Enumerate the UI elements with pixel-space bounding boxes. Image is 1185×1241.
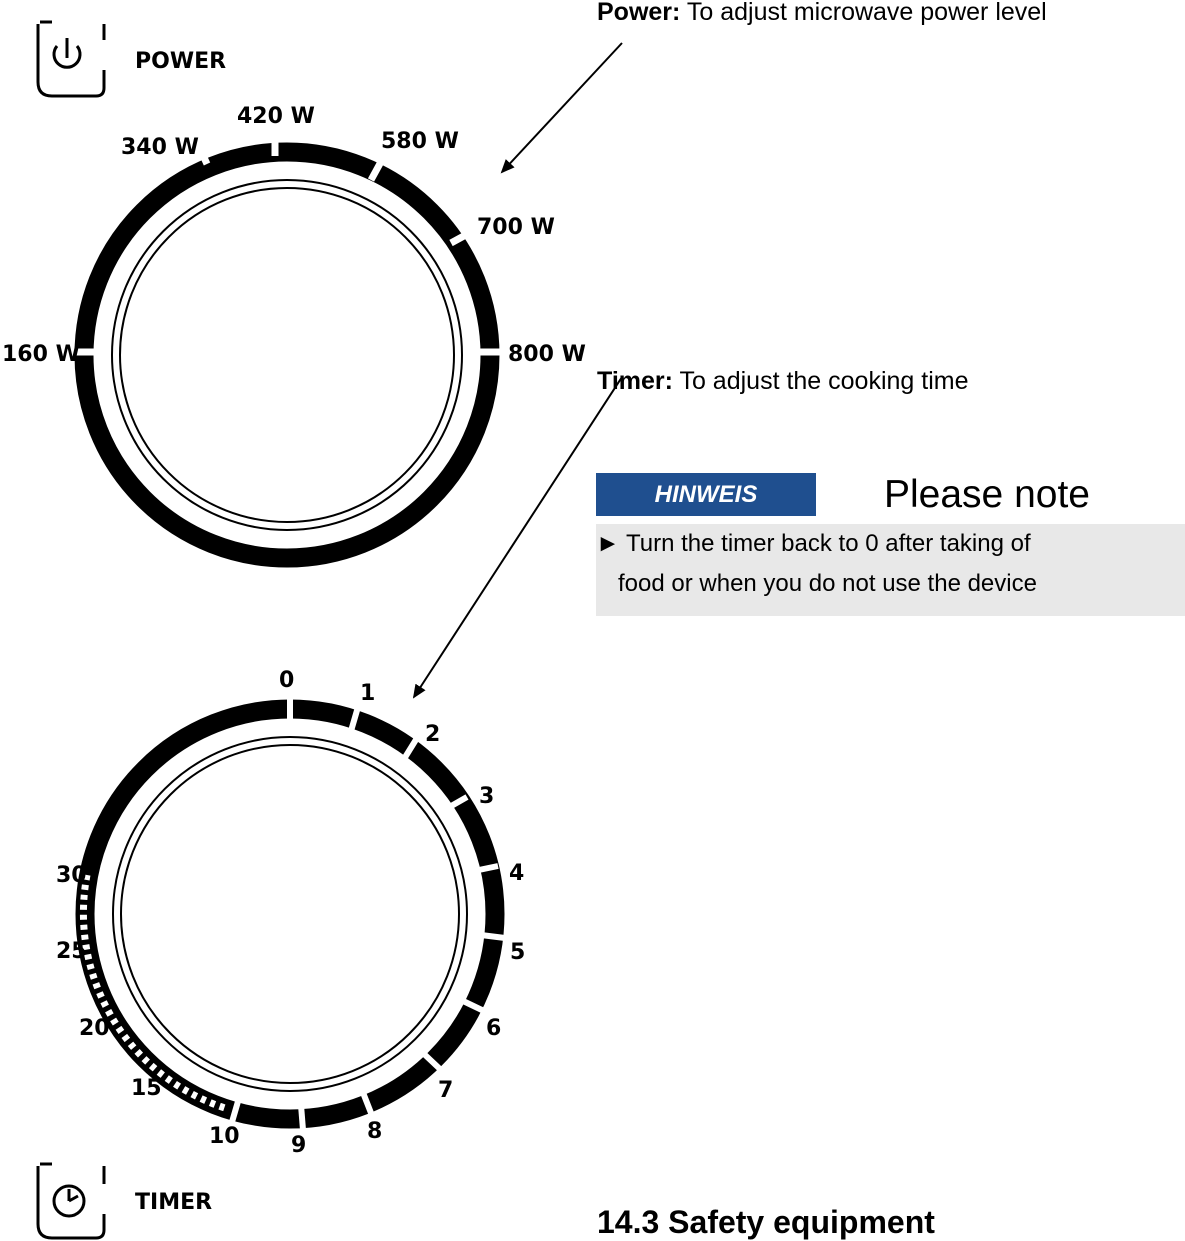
- timer-gap-4: [473, 863, 499, 874]
- power-dial-outer-ring: [74, 142, 500, 568]
- timer-dial-core-ring: [120, 744, 460, 1084]
- timer-label-25: 25: [56, 939, 87, 964]
- timer-label-8: 8: [367, 1119, 382, 1144]
- power-callout-arrow: [500, 42, 623, 174]
- timer-gap-8: [359, 1088, 374, 1115]
- power-label-160w: 160 W: [2, 342, 80, 367]
- power-gap-340: [192, 138, 211, 166]
- note-title: Please note: [884, 473, 1090, 516]
- timer-label-9: 9: [291, 1133, 306, 1158]
- note-text-1: Turn the timer back to 0 after taking of: [626, 530, 1031, 557]
- clock-icon: [36, 1162, 106, 1240]
- timer-callout-text: To adjust the cooking time: [672, 367, 969, 395]
- power-callout-bold: Power:: [597, 0, 681, 26]
- note-badge: HINWEIS: [596, 473, 816, 516]
- bullet-icon: ►: [596, 530, 620, 557]
- timer-label-4: 4: [509, 861, 524, 886]
- timer-gap-2: [401, 736, 420, 761]
- power-dial-title: POWER: [135, 49, 226, 74]
- timer-gap-7: [420, 1050, 444, 1073]
- timer-label-0: 0: [279, 668, 294, 693]
- timer-label-5: 5: [510, 940, 525, 965]
- section-heading: 14.3 Safety equipment: [597, 1204, 935, 1240]
- timer-striped-segment: [79, 874, 230, 1113]
- timer-gap-9: [298, 1104, 306, 1131]
- power-callout: Power: To adjust microwave power level: [597, 0, 1047, 27]
- power-gap-700: [449, 227, 475, 247]
- power-label-700w: 700 W: [477, 215, 555, 240]
- timer-gap-6: [459, 997, 486, 1014]
- power-label-420w: 420 W: [237, 104, 315, 129]
- timer-gap-1: [348, 706, 361, 732]
- timer-label-3: 3: [479, 784, 494, 809]
- power-dial-inner-ring: [111, 179, 463, 531]
- timer-gap-3: [444, 794, 469, 812]
- timer-label-20: 20: [79, 1016, 110, 1041]
- timer-callout-bold: Timer:: [597, 367, 673, 395]
- power-label-580w: 580 W: [381, 129, 459, 154]
- note-line-2: food or when you do not use the device: [618, 570, 1037, 597]
- timer-label-10: 10: [209, 1124, 240, 1149]
- timer-callout-arrow: [412, 376, 623, 699]
- timer-label-15: 15: [131, 1076, 162, 1101]
- timer-label-7: 7: [438, 1078, 453, 1103]
- power-dial: 160 W 340 W 420 W 580 W 700 W 800 W: [2, 104, 586, 568]
- timer-gap-10: [229, 1097, 242, 1123]
- timer-callout: Timer: To adjust the cooking time: [597, 367, 969, 396]
- timer-label-1: 1: [360, 681, 375, 706]
- timer-dial-inner-ring: [112, 736, 468, 1092]
- timer-label-2: 2: [425, 722, 440, 747]
- timer-dial: 0 1 2 3 4 5 6 7 8 9 10 15 20 25 30: [56, 668, 525, 1158]
- power-gap-580: [367, 156, 387, 182]
- power-callout-text: To adjust microwave power level: [680, 0, 1047, 26]
- note-box: ► Turn the timer back to 0 after taking …: [596, 524, 1185, 616]
- timer-label-30: 30: [56, 863, 87, 888]
- power-icon: [36, 20, 106, 98]
- timer-dial-title: TIMER: [135, 1190, 212, 1215]
- power-dial-core-ring: [119, 187, 455, 523]
- power-label-340w: 340 W: [121, 135, 199, 160]
- note-line-1: ► Turn the timer back to 0 after taking …: [596, 530, 1031, 558]
- timer-gap-5: [480, 932, 506, 941]
- power-label-800w: 800 W: [508, 342, 586, 367]
- timer-label-6: 6: [486, 1016, 501, 1041]
